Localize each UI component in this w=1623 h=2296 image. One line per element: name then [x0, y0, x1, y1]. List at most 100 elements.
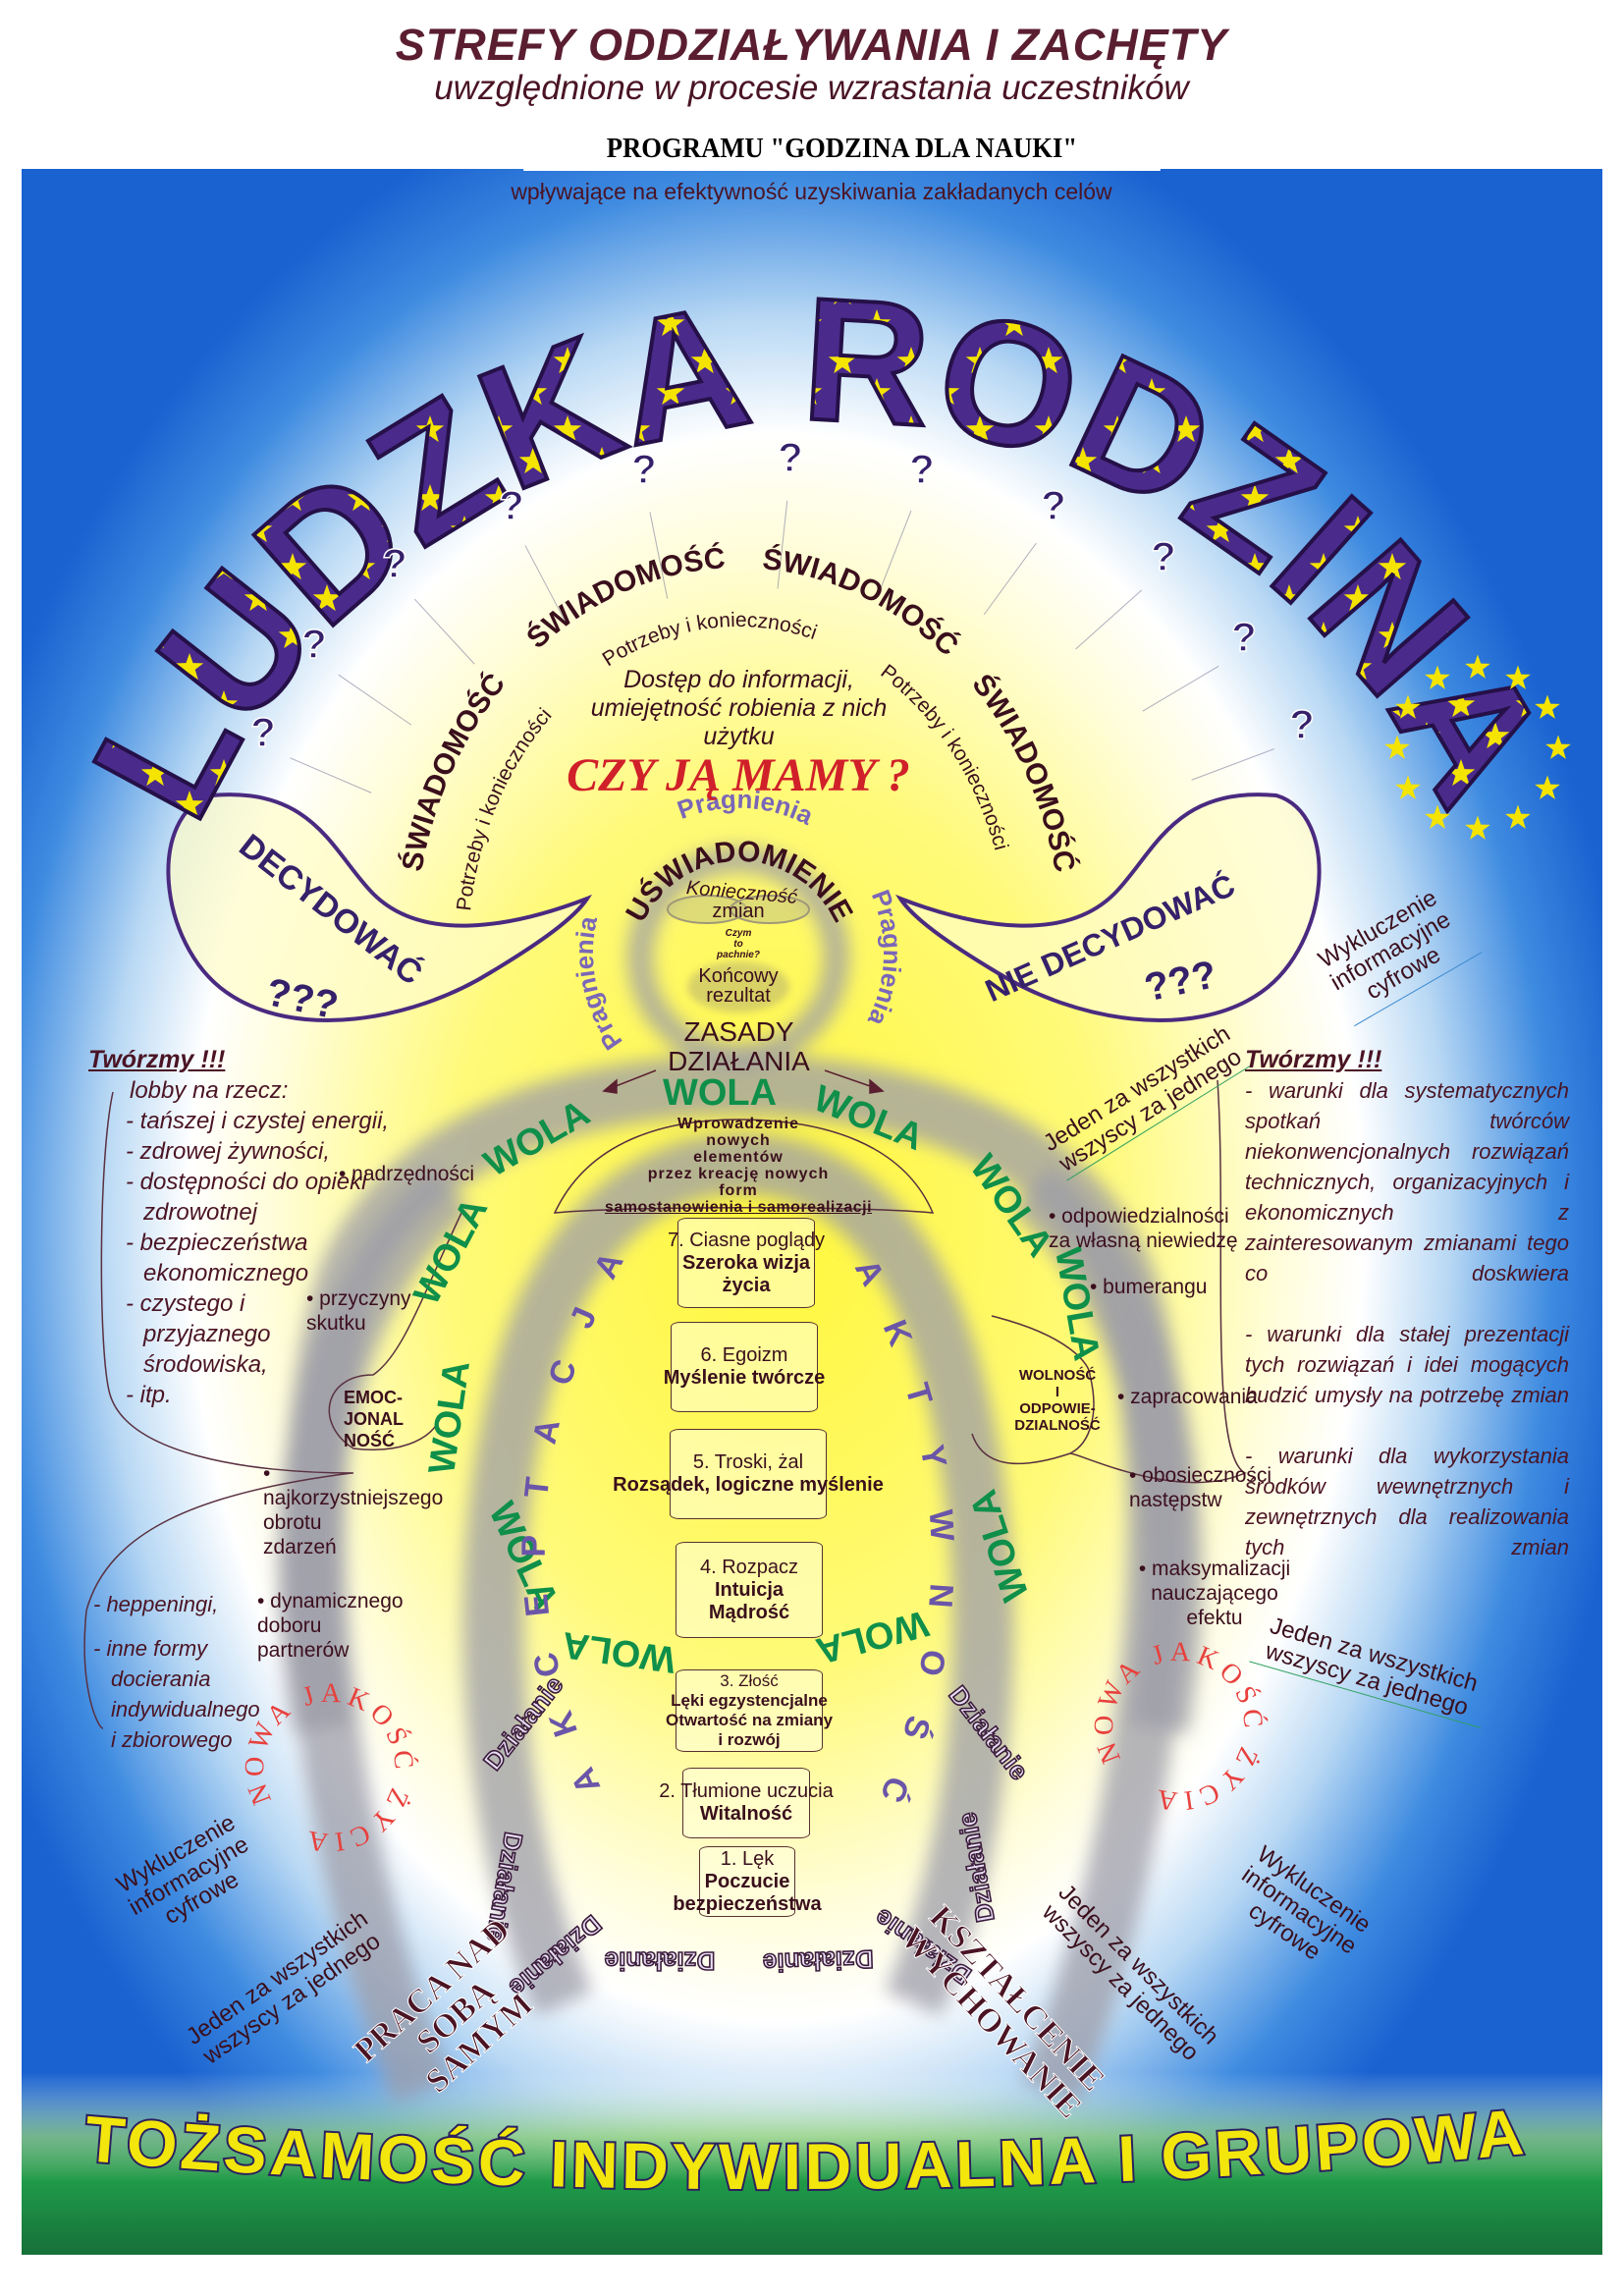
stage-6: 6. Egoizm Myślenie twórcze — [664, 1322, 825, 1412]
bullet-earning: • zapracowania — [1117, 1386, 1258, 1408]
bullet-superiority: • nadrzędności — [339, 1163, 475, 1185]
ray-line — [290, 757, 372, 793]
stage-positive: Intuicja — [714, 1578, 784, 1601]
stage-positive: Poczucie — [704, 1870, 790, 1892]
stage-label: 4. Rozpacz — [699, 1556, 799, 1578]
stage-positive: życia — [722, 1274, 771, 1296]
question-mark: ? — [1231, 614, 1257, 660]
stage-positive: Mądrość — [708, 1601, 790, 1623]
right-panel-heading: Twórzmy !!! — [1245, 1046, 1382, 1073]
stage-label: 7. Ciasne poglądy — [667, 1229, 826, 1251]
grass-band — [22, 2072, 1602, 2255]
access-line: Dostęp do informacji, — [623, 666, 854, 693]
intro-line: Wprowadzenie — [676, 1116, 799, 1132]
intro-line: samostanowienia i samorealizacji — [604, 1199, 873, 1216]
stage-label: 1. Lęk — [720, 1847, 775, 1870]
ray-line — [524, 545, 568, 625]
stage-positive: Otwartość na zmiany — [665, 1711, 834, 1729]
principles-heading: ZASADY DZIAŁANIA — [589, 1017, 889, 1076]
emotionality-line: EMOC- — [344, 1388, 403, 1407]
smell-line: Czym — [726, 928, 752, 939]
sky-background — [22, 169, 1602, 2255]
face-right-eye — [730, 895, 810, 924]
right-panel-item: - warunki dla wykorzystania środków wewn… — [1245, 1444, 1569, 1559]
question-mark: ? — [778, 434, 803, 480]
intro-line: nowych — [706, 1132, 771, 1149]
stage-positive: Szeroka wizja — [681, 1251, 811, 1274]
principles-line: ZASADY — [683, 1016, 794, 1047]
stage-positive: Myślenie twórcze — [663, 1367, 826, 1389]
bullet-double-edge: • obosieczności następstw — [1129, 1464, 1272, 1511]
left-panel-item: - czystego i przyjaznego środowiska, — [126, 1290, 271, 1378]
stage-1: 1. Lęk Poczucie bezpieczeństwa — [673, 1846, 822, 1917]
stage-positive: Lęki egzystencjalne — [671, 1691, 828, 1710]
question-mark: ? — [250, 709, 276, 755]
ray-line — [338, 674, 412, 726]
stage-box — [676, 1669, 823, 1752]
ray-line — [1191, 748, 1275, 781]
stage-4: 4. Rozpacz Intuicja Mądrość — [676, 1542, 823, 1638]
smell-line: to — [733, 939, 742, 950]
emotionality-line: JONAL — [344, 1409, 405, 1429]
stage-label: 3. Złość — [720, 1671, 779, 1690]
poster-tagline: wpływające na efektywność uzyskiwania za… — [511, 179, 1112, 204]
intro-line: przez kreację nowych — [647, 1166, 830, 1182]
face — [667, 895, 810, 1012]
right-panel-item: - warunki dla systematycznych spotkań tw… — [1245, 1078, 1569, 1285]
question-mark: ? — [1151, 533, 1176, 579]
question-marks: ??????????? — [249, 433, 1315, 756]
poster-subtitle: uwzględnione w procesie wzrastania uczes… — [434, 69, 1189, 107]
ray-line — [983, 542, 1037, 616]
bullet-best-turn: • najkorzystniejszego obrotu zdarzeń — [263, 1462, 444, 1558]
stage-label: 6. Egoizm — [700, 1344, 788, 1366]
action-label: Działanie — [762, 1944, 874, 1978]
smell-line: pachnie? — [716, 950, 760, 960]
principles-arrows — [602, 1069, 885, 1094]
not-decide-boomerang — [894, 793, 1322, 1022]
arrow-line — [1066, 1066, 1251, 1181]
principles-line: DZIAŁANIA — [668, 1046, 810, 1076]
program-name: PROGRAMU "GODZINA DLA NAUKI" — [523, 126, 1161, 171]
freedom-label: WOLNOŚĆ I ODPOWIE- DZIALNOŚĆ — [1003, 1367, 1111, 1434]
stage-box — [671, 1322, 818, 1412]
freedom-line: I — [1055, 1384, 1060, 1400]
stage-positive: Witalność — [699, 1803, 793, 1825]
stage-7: 7. Ciasne poglądy Szeroka wizja życia — [668, 1218, 825, 1308]
question-mark: ? — [499, 482, 524, 528]
access-text: Dostęp do informacji, umiejętność robien… — [565, 666, 913, 751]
freedom-line: WOLNOŚĆ — [1018, 1367, 1097, 1384]
arrow-line — [1249, 1661, 1482, 1728]
emotionality-label: EMOC- JONAL NOŚĆ — [344, 1387, 422, 1451]
stage-2: 2. Tłumione uczucia Witalność — [659, 1768, 834, 1838]
bullet-responsibility: • odpowiedzialności za własną niewiedzę — [1049, 1205, 1238, 1252]
bullet-partners: • dynamicznego doboru partnerów — [257, 1590, 404, 1662]
stage-box — [670, 1429, 827, 1519]
question-mark: ? — [631, 446, 657, 492]
arrow-line — [1354, 952, 1483, 1027]
introduction-text: Wprowadzenie nowych elementów przez krea… — [571, 1116, 905, 1216]
ray-line — [1142, 665, 1219, 712]
stage-label: 2. Tłumione uczucia — [659, 1780, 834, 1802]
access-line: użytku — [703, 723, 775, 750]
stage-positive: Rozsądek, logiczne myślenie — [613, 1474, 884, 1496]
left-panel-extra-item: - heppeningi, — [93, 1592, 219, 1616]
rays — [290, 500, 1275, 793]
stage-box — [682, 1768, 810, 1838]
action-label: Działanie — [605, 1946, 716, 1976]
freedom-line: DZIALNOŚĆ — [1014, 1417, 1101, 1434]
face-mouth — [687, 961, 789, 1012]
right-panel-item: - warunki dla stałej prezentacji tych ro… — [1245, 1322, 1569, 1407]
left-panel: Twórzmy !!! lobby na rzecz: - tańszej i … — [88, 1045, 442, 1410]
left-panel-extra-item: - inne formy docierania indywidualnego i… — [93, 1636, 260, 1752]
left-panel-item: - bezpieczeństwa ekonomicznego — [126, 1230, 309, 1286]
intro-line: elementów — [693, 1149, 784, 1166]
freedom-line: ODPOWIE- — [1019, 1400, 1096, 1417]
work-on-self-label: PRACA NAD SOBĄ SAMYM — [347, 1911, 540, 2101]
left-panel-item: - zdrowej żywności, — [126, 1138, 331, 1165]
left-panel-item: - tańszej i czystej energii, — [126, 1108, 390, 1134]
result-line: rezultat — [706, 985, 771, 1007]
ray-line — [878, 510, 912, 593]
main-question: CZY JĄ MAMY ? — [567, 749, 910, 801]
